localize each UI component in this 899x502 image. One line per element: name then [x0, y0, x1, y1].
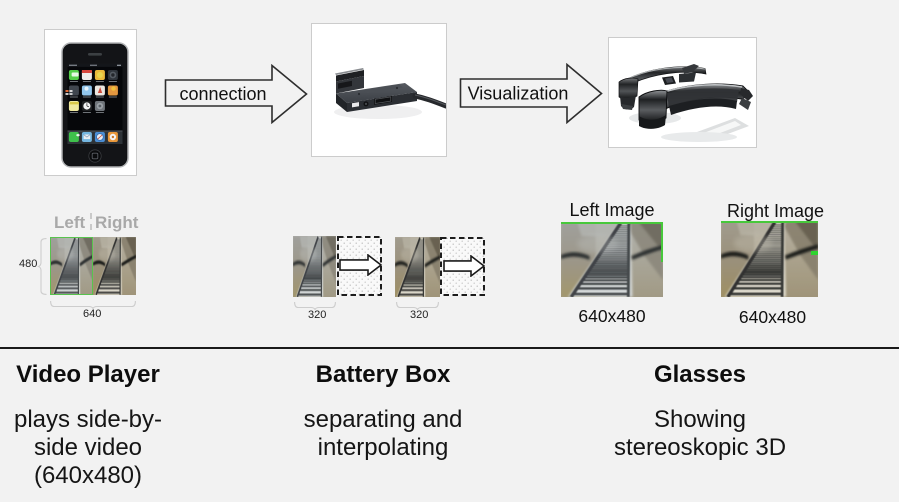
svg-text:Visualization: Visualization: [468, 84, 569, 104]
svg-text:connection: connection: [179, 84, 266, 104]
